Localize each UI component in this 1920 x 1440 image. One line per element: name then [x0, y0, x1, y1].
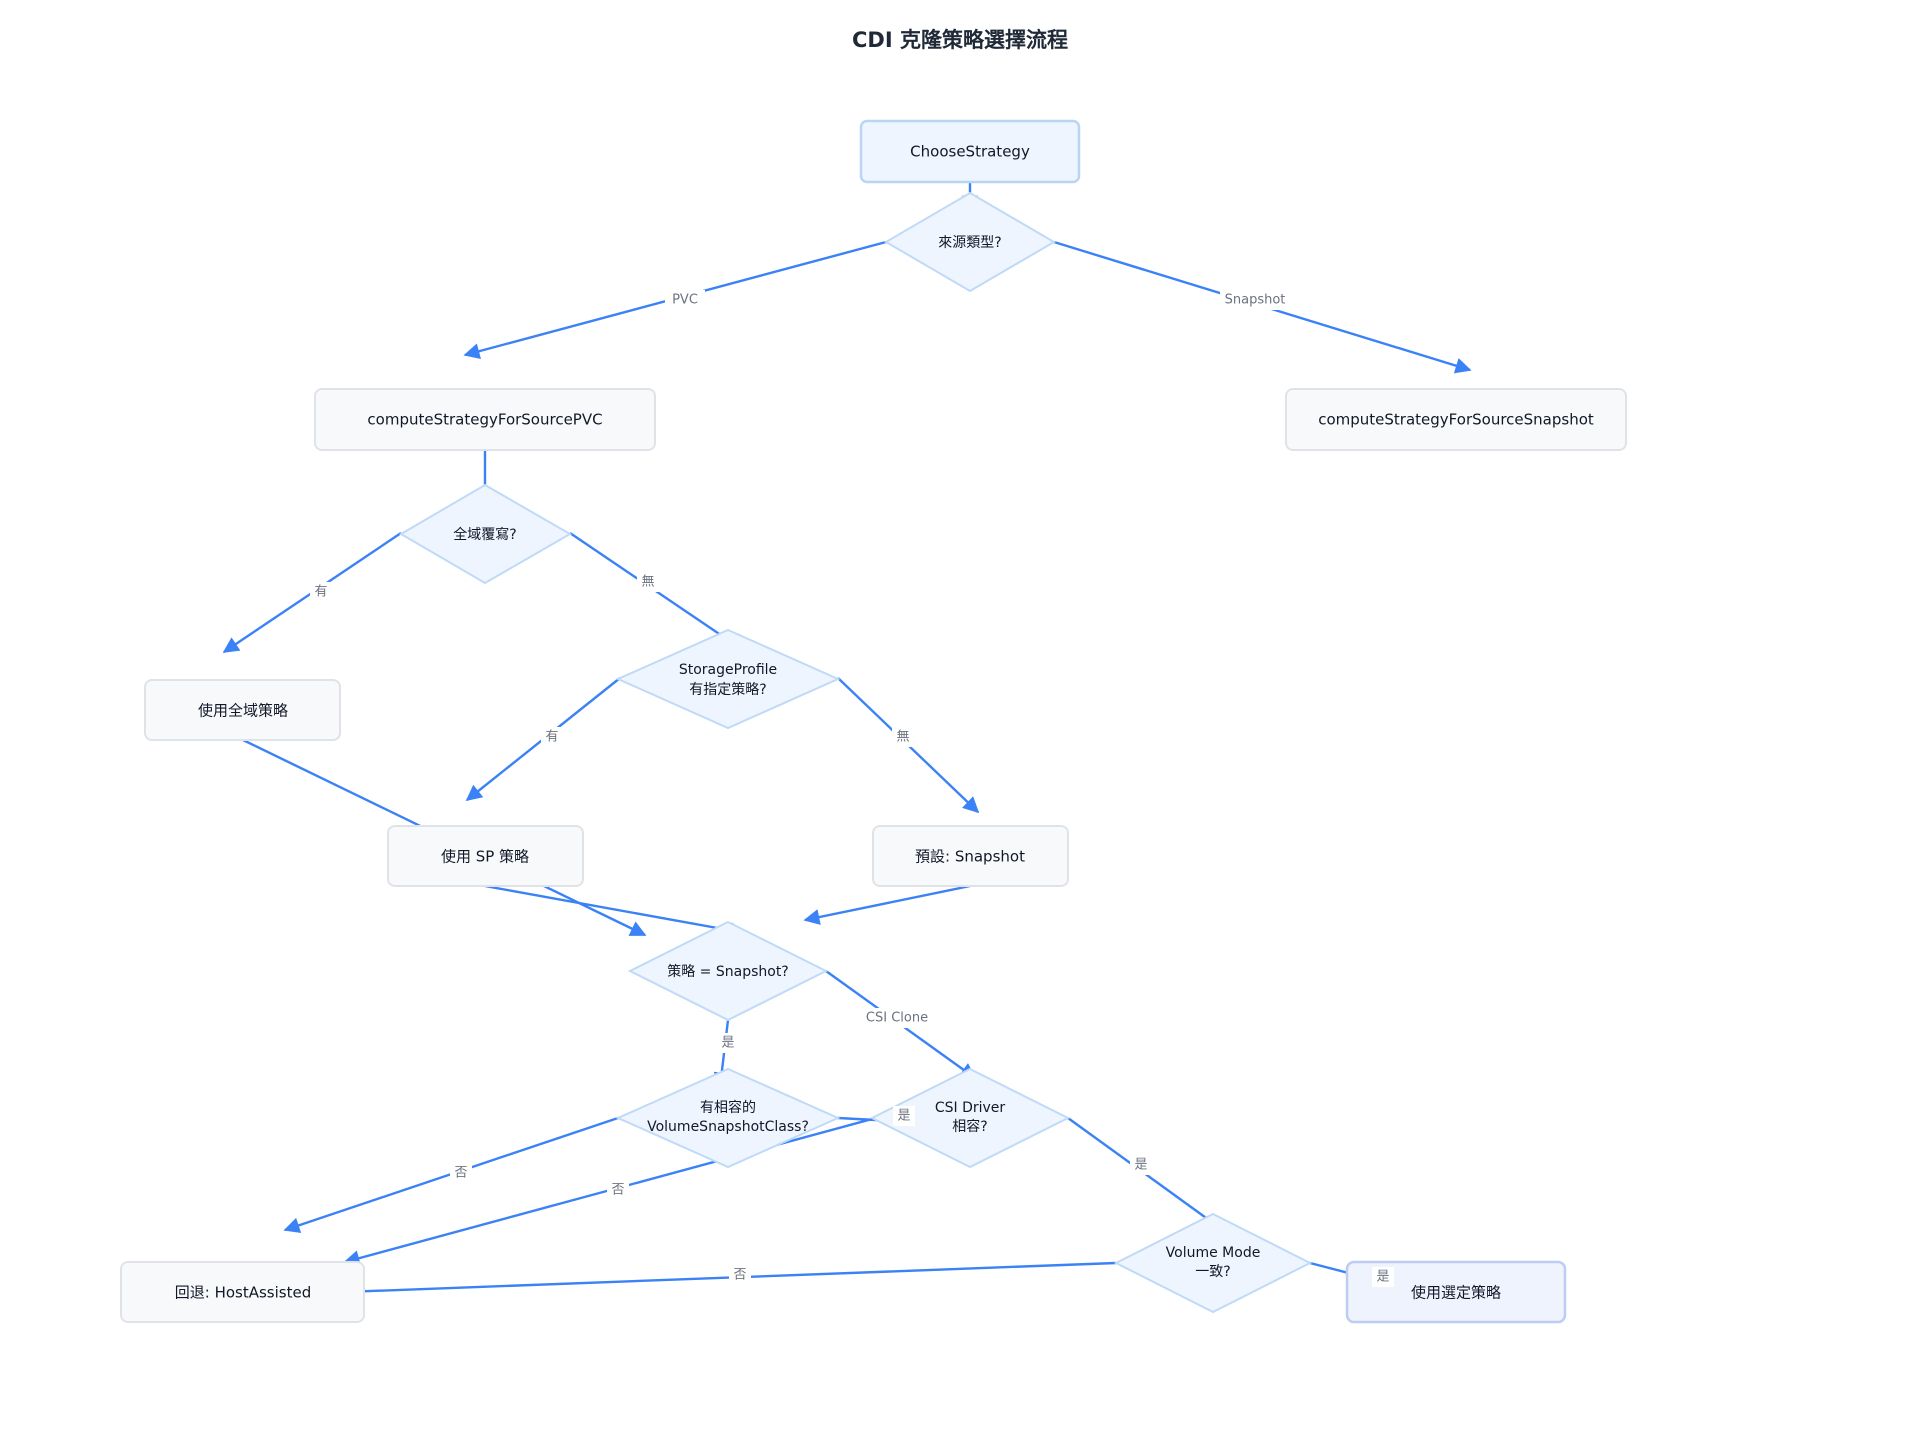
- edge-label-csi-yes: 是: [1130, 1155, 1152, 1175]
- svg-text:PVC: PVC: [672, 293, 698, 308]
- node-use-global: 使用全域策略: [144, 679, 341, 741]
- decision-vsc-line1: 有相容的: [700, 1099, 756, 1116]
- svg-text:無: 無: [641, 575, 654, 590]
- edge-label-volume-mode-yes: 是: [1372, 1267, 1394, 1287]
- decision-csi-line2: 相容?: [952, 1118, 987, 1135]
- node-fallback-host-assisted: 回退: HostAssisted: [120, 1261, 365, 1323]
- node-default-snapshot: 預設: Snapshot: [872, 825, 1069, 887]
- node-default-snapshot-label: 預設: Snapshot: [915, 848, 1025, 866]
- edge-label-vsc-yes: 是: [893, 1106, 915, 1126]
- decision-strategy-snapshot-label: 策略 = Snapshot?: [667, 963, 789, 980]
- decision-storage-profile-line1: StorageProfile: [679, 662, 777, 678]
- svg-text:有: 有: [314, 585, 327, 600]
- edge-label-global-no: 無: [637, 572, 659, 592]
- svg-text:否: 否: [611, 1183, 624, 1198]
- node-use-global-label: 使用全域策略: [198, 702, 288, 720]
- edges: [222, 182, 1474, 1310]
- diagram-title: CDI 克隆策略選擇流程: [852, 28, 1068, 52]
- decision-volume-mode-line1: Volume Mode: [1166, 1245, 1261, 1261]
- node-fallback-label: 回退: HostAssisted: [175, 1284, 311, 1302]
- node-use-sp: 使用 SP 策略: [387, 825, 584, 887]
- edge-labels: PVC Snapshot 有 無 有 無: [310, 290, 1394, 1287]
- node-use-selected: 使用選定策略: [1345, 1260, 1567, 1324]
- decision-storage-profile: StorageProfile 有指定策略?: [615, 628, 841, 730]
- edge-label-csi-no: 否: [607, 1180, 629, 1200]
- edge-label-pvc: PVC: [665, 290, 705, 310]
- decision-csi-line1: CSI Driver: [935, 1100, 1006, 1116]
- node-pvc: computeStrategyForSourcePVC: [314, 388, 656, 451]
- decision-volume-snapshot-class: 有相容的 VolumeSnapshotClass?: [615, 1067, 841, 1169]
- edge-label-volume-mode-no: 否: [729, 1265, 751, 1285]
- decision-vsc-line2: VolumeSnapshotClass?: [647, 1119, 809, 1135]
- decision-global-override: 全域覆寫?: [399, 483, 573, 585]
- node-choose-strategy-label: ChooseStrategy: [910, 143, 1030, 161]
- svg-text:是: 是: [721, 1036, 734, 1051]
- node-snapshot: computeStrategyForSourceSnapshot: [1285, 388, 1627, 451]
- edge-label-snapshot: Snapshot: [1220, 290, 1290, 310]
- node-choose-strategy: ChooseStrategy: [859, 119, 1081, 184]
- edge-label-sp-no: 無: [892, 727, 914, 747]
- svg-text:是: 是: [897, 1109, 910, 1124]
- node-snapshot-label: computeStrategyForSourceSnapshot: [1318, 411, 1594, 429]
- edge-label-sp-yes: 有: [541, 727, 563, 747]
- edge-label-strategy-yes: 是: [717, 1033, 739, 1053]
- svg-text:Snapshot: Snapshot: [1225, 293, 1286, 308]
- nodes: ChooseStrategy 來源類型? computeStrategyForS…: [120, 119, 1627, 1324]
- svg-text:CSI Clone: CSI Clone: [866, 1011, 928, 1026]
- node-use-selected-label: 使用選定策略: [1411, 1284, 1501, 1302]
- edge-label-vsc-no: 否: [450, 1163, 472, 1183]
- decision-storage-profile-line2: 有指定策略?: [689, 681, 766, 698]
- svg-text:否: 否: [733, 1268, 746, 1283]
- svg-text:是: 是: [1134, 1158, 1147, 1173]
- edge-default-snap-to-strategy: [803, 884, 971, 925]
- edge-use-sp-to-strategy: [484, 884, 747, 939]
- edge-label-global-yes: 有: [310, 582, 332, 602]
- svg-text:無: 無: [896, 730, 909, 745]
- edge-label-csi-clone: CSI Clone: [862, 1008, 932, 1028]
- decision-volume-mode: Volume Mode 一致?: [1113, 1212, 1313, 1314]
- svg-text:有: 有: [545, 730, 558, 745]
- svg-text:是: 是: [1376, 1270, 1389, 1285]
- decision-source-type: 來源類型?: [884, 191, 1056, 293]
- svg-text:否: 否: [454, 1166, 467, 1181]
- decision-csi-driver: CSI Driver 相容?: [869, 1067, 1071, 1169]
- node-use-sp-label: 使用 SP 策略: [441, 848, 529, 866]
- decision-strategy-snapshot: 策略 = Snapshot?: [627, 920, 829, 1022]
- decision-volume-mode-line2: 一致?: [1195, 1264, 1230, 1280]
- decision-global-override-label: 全域覆寫?: [453, 526, 516, 543]
- node-pvc-label: computeStrategyForSourcePVC: [367, 411, 602, 429]
- decision-source-type-label: 來源類型?: [938, 235, 1001, 251]
